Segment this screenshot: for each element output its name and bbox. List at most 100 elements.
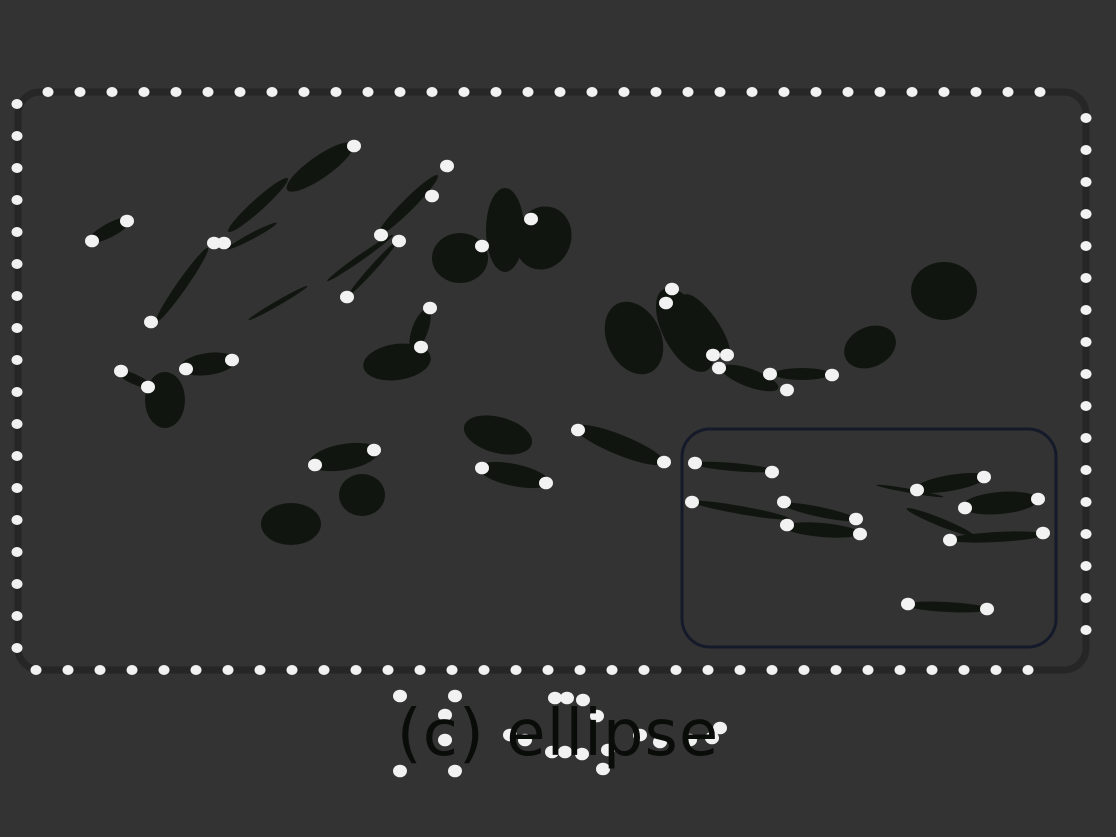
keypoint-dot — [1080, 241, 1092, 251]
keypoint-dot — [458, 87, 470, 97]
keypoint-dot — [575, 747, 589, 761]
ellipse — [690, 500, 790, 520]
keypoint-dot — [633, 728, 647, 742]
ellipse — [339, 474, 385, 516]
keypoint-dot — [503, 728, 517, 742]
ellipse — [949, 531, 1045, 543]
keypoint-dot — [254, 665, 266, 675]
keypoint-dot — [1080, 497, 1092, 507]
ellipse — [914, 472, 986, 494]
keypoint-dot — [126, 665, 138, 675]
keypoint-dot — [548, 691, 562, 705]
ellipse — [693, 461, 773, 473]
keypoint-dot — [423, 301, 437, 315]
ellipse — [784, 522, 860, 538]
keypoint-dot — [1022, 665, 1034, 675]
keypoint-dot — [11, 259, 23, 269]
keypoint-dot — [475, 239, 489, 253]
ellipse — [180, 352, 236, 376]
ellipse — [844, 325, 896, 369]
keypoint-dot — [1080, 209, 1092, 219]
keypoint-dot — [713, 721, 727, 735]
ellipse — [248, 285, 308, 321]
keypoint-dot — [222, 665, 234, 675]
keypoint-dot — [862, 665, 874, 675]
keypoint-dot — [682, 87, 694, 97]
keypoint-dot — [1080, 145, 1092, 155]
keypoint-dot — [141, 380, 155, 394]
keypoint-dot — [734, 665, 746, 675]
keypoint-dot — [596, 762, 610, 776]
keypoint-dot — [810, 87, 822, 97]
keypoint-dot — [712, 361, 726, 375]
keypoint-dot — [650, 87, 662, 97]
outer-border-keypoints — [11, 87, 1092, 675]
keypoint-dot — [414, 340, 428, 354]
keypoint-dot — [766, 665, 778, 675]
keypoint-dot — [225, 353, 239, 367]
keypoint-dot — [683, 733, 697, 747]
keypoint-dot — [638, 665, 650, 675]
keypoint-dot — [11, 131, 23, 141]
keypoint-dot — [688, 456, 702, 470]
keypoint-dot — [158, 665, 170, 675]
keypoint-dot — [943, 533, 957, 547]
keypoint-dot — [62, 665, 74, 675]
keypoint-dot — [901, 597, 915, 611]
keypoint-dot — [714, 87, 726, 97]
ellipse — [774, 368, 830, 380]
ellipse — [228, 177, 288, 233]
keypoint-dot — [11, 195, 23, 205]
keypoint-dot — [576, 693, 590, 707]
keypoint-dot — [318, 665, 330, 675]
keypoint-dot — [394, 87, 406, 97]
keypoint-dot — [842, 87, 854, 97]
keypoint-dot — [825, 368, 839, 382]
keypoint-dot — [42, 87, 54, 97]
keypoint-dot — [286, 665, 298, 675]
keypoint-dot — [705, 731, 719, 745]
keypoint-dot — [1034, 87, 1046, 97]
ellipse — [721, 364, 779, 392]
keypoint-dot — [618, 87, 630, 97]
keypoint-dot — [539, 476, 553, 490]
ellipse — [604, 301, 664, 375]
keypoint-dot — [234, 87, 246, 97]
keypoint-dot — [11, 483, 23, 493]
ellipse — [309, 442, 379, 472]
keypoint-dot — [906, 87, 918, 97]
inset-box — [680, 427, 1058, 649]
keypoint-dot — [685, 495, 699, 509]
keypoint-dot — [11, 419, 23, 429]
keypoint-dot — [910, 483, 924, 497]
keypoint-dot — [11, 99, 23, 109]
keypoint-dot — [1080, 337, 1092, 347]
keypoint-dot — [475, 461, 489, 475]
keypoint-dot — [426, 87, 438, 97]
keypoint-dot — [1080, 113, 1092, 123]
keypoint-dot — [670, 665, 682, 675]
keypoint-dot — [94, 665, 106, 675]
keypoint-dot — [586, 87, 598, 97]
keypoint-dot — [85, 234, 99, 248]
keypoint-dot — [849, 512, 863, 526]
keypoint-dot — [1080, 401, 1092, 411]
ellipse — [463, 415, 533, 455]
keypoint-dot — [1080, 593, 1092, 603]
keypoint-dot — [702, 665, 714, 675]
keypoint-dot — [217, 236, 231, 250]
keypoint-dot — [980, 602, 994, 616]
keypoint-dot — [894, 665, 906, 675]
keypoint-dot — [1080, 369, 1092, 379]
keypoint-dot — [190, 665, 202, 675]
ellipse — [409, 309, 431, 351]
keypoint-dot — [298, 87, 310, 97]
keypoint-dot — [1080, 433, 1092, 443]
keypoint-dot — [1080, 561, 1092, 571]
figure-caption: (c) ellipse — [396, 697, 720, 771]
keypoint-dot — [571, 423, 585, 437]
keypoint-dot — [1080, 625, 1092, 635]
keypoint-dot — [11, 163, 23, 173]
keypoint-dot — [393, 689, 407, 703]
keypoint-dot — [144, 315, 158, 329]
